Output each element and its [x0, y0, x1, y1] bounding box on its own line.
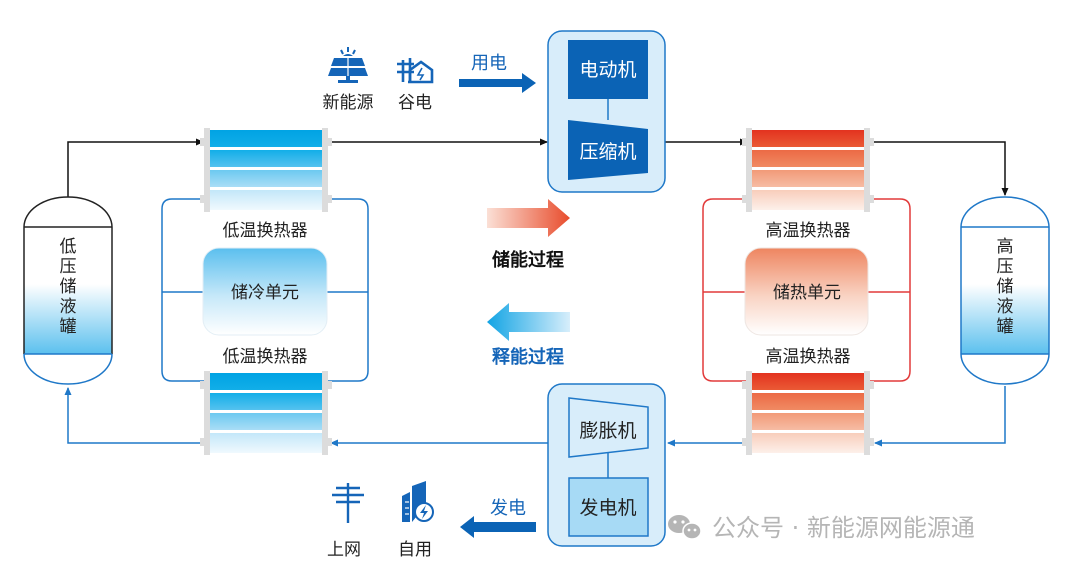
grid-label: 上网 [327, 540, 361, 560]
building-power-icon [402, 481, 434, 522]
valley-power-house-icon [397, 58, 434, 84]
discharge-process-label: 释能过程 [492, 346, 564, 368]
generator-box [568, 477, 649, 537]
flow-line-cold-hx-to-low-tank [64, 387, 203, 444]
low-tank-label-char: 罐 [60, 317, 77, 337]
hot-hx-top-plate [752, 150, 864, 167]
low-tank-label-char: 低 [60, 237, 77, 257]
flow-line-low-tank-to-cold-hx [67, 138, 204, 197]
cold-hx-top-plate [210, 190, 322, 210]
hot-hx-top-label: 高温换热器 [766, 221, 851, 241]
hot-hx-bottom-plate [752, 433, 864, 453]
use-power-label: 用电 [471, 53, 507, 74]
hot-hx-top-plate [752, 190, 864, 210]
hot-hx-bottom-label: 高温换热器 [766, 347, 851, 367]
discharge-process-arrow [487, 303, 570, 341]
hot-hx-bottom-exchanger [742, 371, 874, 455]
compressor-shape [568, 120, 648, 180]
hot-storage-unit [744, 247, 869, 336]
cold-hx-top-exchanger [200, 128, 332, 212]
self-use-label: 自用 [398, 540, 432, 560]
charge-process-label: 储能过程 [491, 249, 564, 271]
motor-label: 电动机 [579, 59, 636, 81]
low-tank-label-char: 储 [60, 277, 77, 297]
generator-label: 发电机 [579, 497, 636, 519]
expander-label: 膨胀机 [579, 420, 636, 442]
cold-hx-bottom-plate [210, 413, 322, 430]
watermark-text: 公众号 · 新能源网能源通 [712, 514, 975, 542]
discharge-unit: 膨胀机 发电机 [547, 383, 666, 547]
cold-hx-bottom-plate [210, 393, 322, 410]
cold-hx-bottom-exchanger [200, 371, 332, 455]
charge-unit: 电动机 压缩机 [547, 30, 666, 193]
hot-hx-bottom-plate [752, 413, 864, 430]
cold-hx-bottom-plate [210, 373, 322, 390]
hot-hx-bottom-plate [752, 373, 864, 390]
high-tank-label-char: 罐 [997, 317, 1014, 337]
high-tank-label-char: 压 [997, 257, 1014, 277]
charge-process-arrow [487, 199, 570, 237]
high-tank-label-char: 液 [997, 297, 1014, 317]
low-tank-label-char: 液 [60, 297, 77, 317]
generate-power-arrow [460, 516, 536, 538]
cold-storage-unit [202, 247, 328, 336]
new-energy-label: 新能源 [323, 93, 374, 113]
low-pressure-tank: 低 压 储 液 罐 [23, 196, 113, 385]
cold-hx-top-plate [210, 150, 322, 167]
high-tank-label-char: 高 [997, 237, 1014, 257]
flow-line-high-tank-to-hot-hx [874, 386, 1006, 447]
hot-storage-loop [702, 198, 911, 382]
cold-hx-top-plate [210, 170, 322, 187]
high-tank-label-char: 储 [997, 277, 1014, 297]
flow-line-hot-hx-to-high-tank [872, 141, 1009, 196]
cold-storage-loop [161, 198, 369, 382]
wechat-icon [668, 515, 702, 540]
hot-hx-bottom-plate [752, 393, 864, 410]
low-tank-label-char: 压 [60, 257, 77, 277]
hot-storage-label: 储热单元 [773, 283, 841, 303]
expander-shape [568, 397, 649, 458]
cold-storage-label: 储冷单元 [231, 283, 299, 303]
generate-power-label: 发电 [490, 498, 526, 519]
compressor-label: 压缩机 [579, 141, 636, 163]
cold-hx-top-label: 低温换热器 [223, 221, 308, 241]
cold-hx-bottom-plate [210, 433, 322, 453]
motor-box [568, 40, 648, 99]
high-pressure-tank: 高 压 储 液 罐 [960, 196, 1050, 385]
cold-hx-top-plate [210, 130, 322, 147]
cold-hx-bottom-label: 低温换热器 [223, 347, 308, 367]
hot-hx-top-plate [752, 130, 864, 147]
use-power-arrow [459, 73, 536, 93]
valley-power-label: 谷电 [398, 93, 432, 113]
transmission-tower-icon [332, 483, 364, 523]
solar-panel-icon [328, 47, 368, 83]
hot-hx-top-exchanger [742, 128, 874, 212]
hot-hx-top-plate [752, 170, 864, 187]
